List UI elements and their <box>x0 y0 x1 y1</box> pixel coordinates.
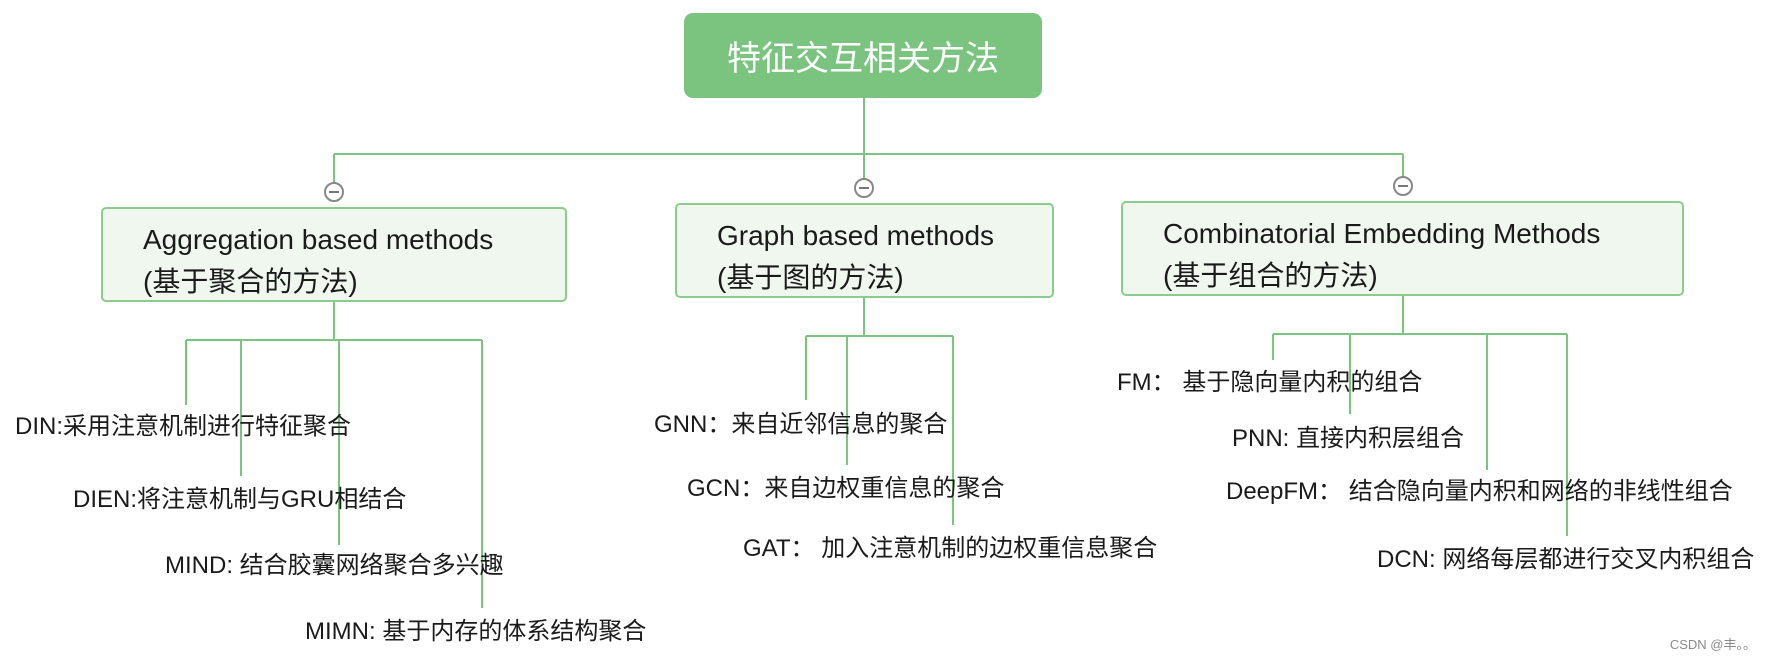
root-title: 特征交互相关方法 <box>727 40 999 78</box>
leaf-item[interactable]: GAT： 加入注意机制的边权重信息聚合 <box>743 535 1158 562</box>
leaf-item[interactable]: DIN:采用注意机制进行特征聚合 <box>15 413 351 440</box>
leaf-item[interactable]: GNN：来自近邻信息的聚合 <box>654 411 948 438</box>
category-node-aggregation[interactable]: Aggregation based methods (基于聚合的方法) <box>101 207 567 302</box>
collapse-icon[interactable] <box>1393 176 1413 196</box>
root-node[interactable]: 特征交互相关方法 <box>684 13 1042 98</box>
collapse-icon[interactable] <box>854 178 874 198</box>
leaf-item[interactable]: GCN：来自边权重信息的聚合 <box>687 475 1005 502</box>
leaf-item[interactable]: FM： 基于隐向量内积的组合 <box>1117 369 1423 396</box>
category-node-graph[interactable]: Graph based methods (基于图的方法) <box>675 203 1054 298</box>
leaf-item[interactable]: PNN: 直接内积层组合 <box>1232 425 1465 452</box>
category-title: Graph based methods <box>717 220 995 251</box>
leaf-item[interactable]: DIEN:将注意机制与GRU相结合 <box>73 486 407 513</box>
leaf-item[interactable]: MIMN: 基于内存的体系结构聚合 <box>305 618 647 645</box>
category-subtitle: (基于组合的方法) <box>1163 260 1378 291</box>
category-title: Aggregation based methods <box>143 224 494 255</box>
leaf-item[interactable]: MIND: 结合胶囊网络聚合多兴趣 <box>165 552 504 579</box>
collapse-icon[interactable] <box>324 182 344 202</box>
category-subtitle: (基于图的方法) <box>717 262 904 293</box>
leaf-item[interactable]: DeepFM： 结合隐向量内积和网络的非线性组合 <box>1226 478 1733 505</box>
leaf-item[interactable]: DCN: 网络每层都进行交叉内积组合 <box>1377 546 1755 573</box>
watermark: CSDN @丰。。 <box>1669 637 1756 652</box>
category-node-combinatorial[interactable]: Combinatorial Embedding Methods (基于组合的方法… <box>1121 201 1684 296</box>
category-subtitle: (基于聚合的方法) <box>143 266 358 297</box>
category-title: Combinatorial Embedding Methods <box>1163 218 1601 249</box>
